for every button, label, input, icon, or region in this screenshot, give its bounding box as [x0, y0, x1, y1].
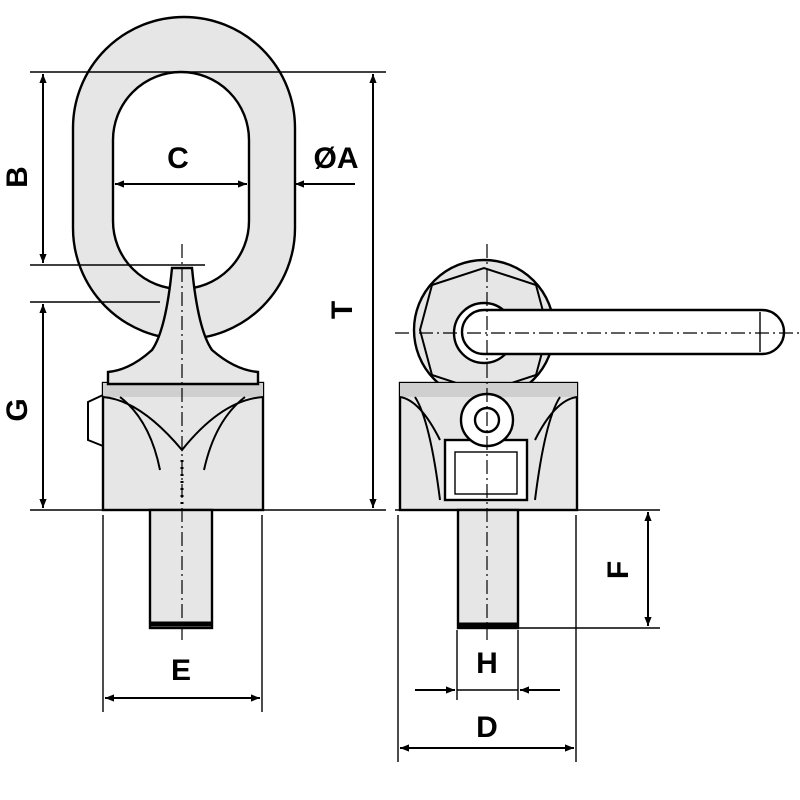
label-b: B	[1, 166, 34, 188]
front-view-stud	[148, 508, 214, 630]
front-view-side-lug	[87, 394, 104, 447]
label-a: ØA	[314, 142, 359, 175]
label-e: E	[171, 654, 191, 687]
label-c: C	[167, 142, 189, 175]
side-view-lock-tab-inner	[454, 451, 518, 495]
front-view-link-inner	[111, 70, 251, 291]
side-view-handle-bar	[460, 308, 786, 356]
label-g: G	[1, 398, 34, 421]
front-view-body-band	[103, 383, 263, 397]
side-view-body-scallops	[399, 396, 578, 501]
side-view-lock-tab	[443, 438, 529, 502]
side-view-body-band	[400, 383, 577, 397]
front-view-swivel-cone	[106, 266, 260, 386]
side-view-housing-nut	[418, 266, 550, 394]
label-d: D	[476, 711, 498, 744]
side-view-stud	[456, 508, 520, 630]
label-t: T	[326, 301, 359, 319]
dimension-labels: B G T F C ØA E H D	[1, 142, 635, 744]
dimension-lines	[39, 74, 652, 752]
extension-lines	[30, 71, 660, 762]
label-f: F	[602, 561, 635, 579]
label-h: H	[476, 647, 498, 680]
side-view	[395, 244, 800, 640]
